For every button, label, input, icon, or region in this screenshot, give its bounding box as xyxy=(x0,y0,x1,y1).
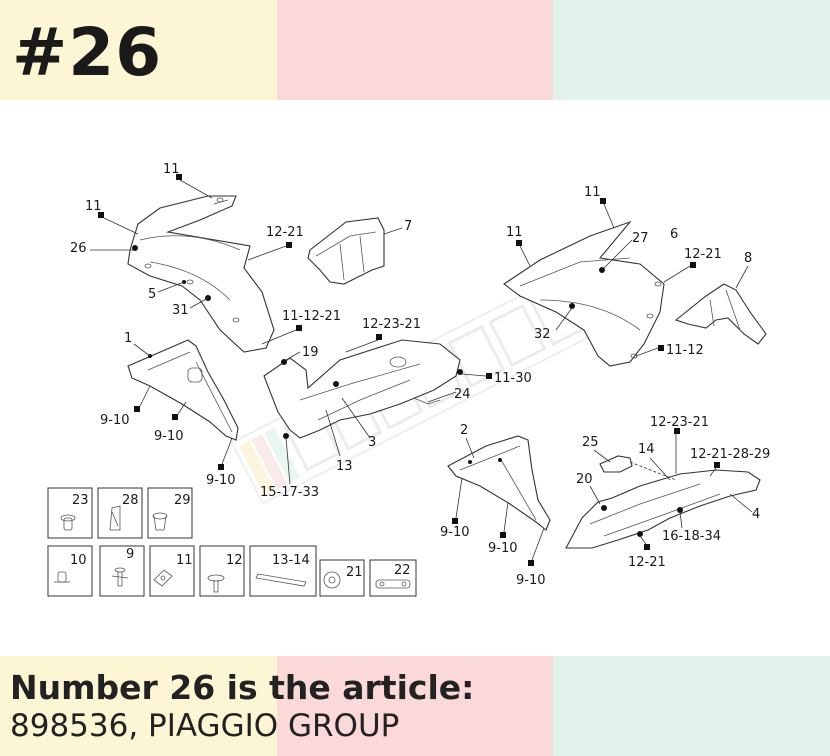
callout-label: 11 xyxy=(506,225,523,240)
hardware-cell: 23 xyxy=(47,487,93,539)
header-band-mint xyxy=(553,0,830,100)
callout-label: 1 xyxy=(124,331,132,346)
hardware-cell: 12 xyxy=(199,545,245,597)
hardware-cell: 9 xyxy=(99,545,145,597)
callout-label: 12-21-28-29 xyxy=(690,447,770,462)
callout-label: 12-21 xyxy=(266,225,304,240)
callout-label: 11 xyxy=(85,199,102,214)
rivet-icon xyxy=(60,514,76,531)
callout-label: 11-12-21 xyxy=(282,309,341,324)
callout-label: 12-21 xyxy=(628,555,666,570)
callout-label: 25 xyxy=(582,435,599,450)
grommet-icon xyxy=(152,512,168,531)
screw-icon xyxy=(111,567,129,587)
callout-label: 31 xyxy=(172,303,189,318)
callout-label: 11-30 xyxy=(494,371,532,386)
callout-label: 4 xyxy=(752,507,760,522)
hardware-label: 28 xyxy=(122,493,139,508)
callout-label: 2 xyxy=(460,423,468,438)
callouts-left-fairing: 11 11 26 5 31 12-21 11-12-21 xyxy=(70,162,341,345)
header-band-pink xyxy=(277,0,553,100)
hardware-cell: 28 xyxy=(97,487,143,539)
article-heading: Number 26 is the article: xyxy=(10,668,475,707)
right-upper-fairing: 11 11 27 6 12-21 32 11-12 xyxy=(503,185,722,367)
callout-label: 12-23-21 xyxy=(362,317,421,332)
callout-label: 9-10 xyxy=(516,573,546,588)
callout-label: 13 xyxy=(336,459,353,474)
hardware-cell: 10 xyxy=(47,545,93,597)
strip-icon xyxy=(255,573,307,587)
air-duct: 7 xyxy=(307,217,412,285)
callout-label: 11 xyxy=(584,185,601,200)
hardware-cell: 29 xyxy=(147,487,193,539)
callout-label: 11 xyxy=(163,162,180,177)
right-side-panel: 2 9-10 9-10 9-10 xyxy=(440,423,551,588)
hardware-cell: 13-14 xyxy=(249,545,317,597)
belly-pan: 19 12-23-21 11-30 24 3 13 15-17-33 xyxy=(260,317,532,500)
clip-icon xyxy=(109,505,121,531)
callout-label: 20 xyxy=(576,472,593,487)
hardware-label: 13-14 xyxy=(272,553,310,568)
hardware-label: 11 xyxy=(176,553,193,568)
hardware-label: 22 xyxy=(394,563,411,578)
exploded-parts-diagram: 11 11 26 5 31 12-21 11-12-21 7 1 xyxy=(47,162,770,597)
callout-label: 14 xyxy=(638,442,655,457)
callout-label: 11-12 xyxy=(666,343,704,358)
callout-label: 16-18-34 xyxy=(662,529,721,544)
callout-label: 27 xyxy=(632,231,649,246)
bolt-icon xyxy=(207,574,225,593)
plate-icon xyxy=(375,579,411,589)
lower-right-fairing: 12-23-21 25 14 12-21-28-29 20 4 16-18-34… xyxy=(565,415,770,570)
callout-label: 24 xyxy=(454,387,471,402)
hardware-grid: 23 28 29 10 xyxy=(47,487,417,597)
left-upper-fairing xyxy=(127,195,275,353)
footer-band-pink xyxy=(277,656,553,756)
washer-icon xyxy=(323,571,341,589)
callout-label: 8 xyxy=(744,251,752,266)
callout-label: 9-10 xyxy=(154,429,184,444)
hardware-cell: 21 xyxy=(319,559,365,597)
hardware-label: 23 xyxy=(72,493,89,508)
hardware-label: 29 xyxy=(174,493,191,508)
hardware-cell: 11 xyxy=(149,545,195,597)
nut-clip-icon xyxy=(153,569,173,587)
callout-label: 9-10 xyxy=(206,473,236,488)
callout-label: 3 xyxy=(368,435,376,450)
header-band-yellow xyxy=(0,0,277,100)
callout-label: 9-10 xyxy=(100,413,130,428)
footer-band-yellow xyxy=(0,656,277,756)
callout-label: 32 xyxy=(534,327,551,342)
footer-band-mint xyxy=(553,656,830,756)
callout-label: 5 xyxy=(148,287,156,302)
left-side-panel: 1 9-10 9-10 9-10 xyxy=(100,331,239,488)
hardware-label: 9 xyxy=(126,547,134,562)
callout-label: 6 xyxy=(670,227,678,242)
hardware-label: 10 xyxy=(70,553,87,568)
article-number: 898536, PIAGGIO GROUP xyxy=(10,708,400,744)
callout-label: 26 xyxy=(70,241,87,256)
callout-label: 15-17-33 xyxy=(260,485,319,500)
part-number-title: #26 xyxy=(12,14,163,91)
bush-icon xyxy=(54,571,70,583)
footer-band xyxy=(0,656,830,756)
hardware-cell: 22 xyxy=(369,559,417,597)
hardware-label: 21 xyxy=(346,565,363,580)
support-bracket: 8 xyxy=(674,251,767,345)
callout-label: 12-23-21 xyxy=(650,415,709,430)
callout-label: 19 xyxy=(302,345,319,360)
callout-label: 12-21 xyxy=(684,247,722,262)
callout-label: 9-10 xyxy=(440,525,470,540)
callout-label: 9-10 xyxy=(488,541,518,556)
callout-label: 7 xyxy=(404,219,412,234)
header-band: #26 xyxy=(0,0,830,100)
hardware-label: 12 xyxy=(226,553,243,568)
